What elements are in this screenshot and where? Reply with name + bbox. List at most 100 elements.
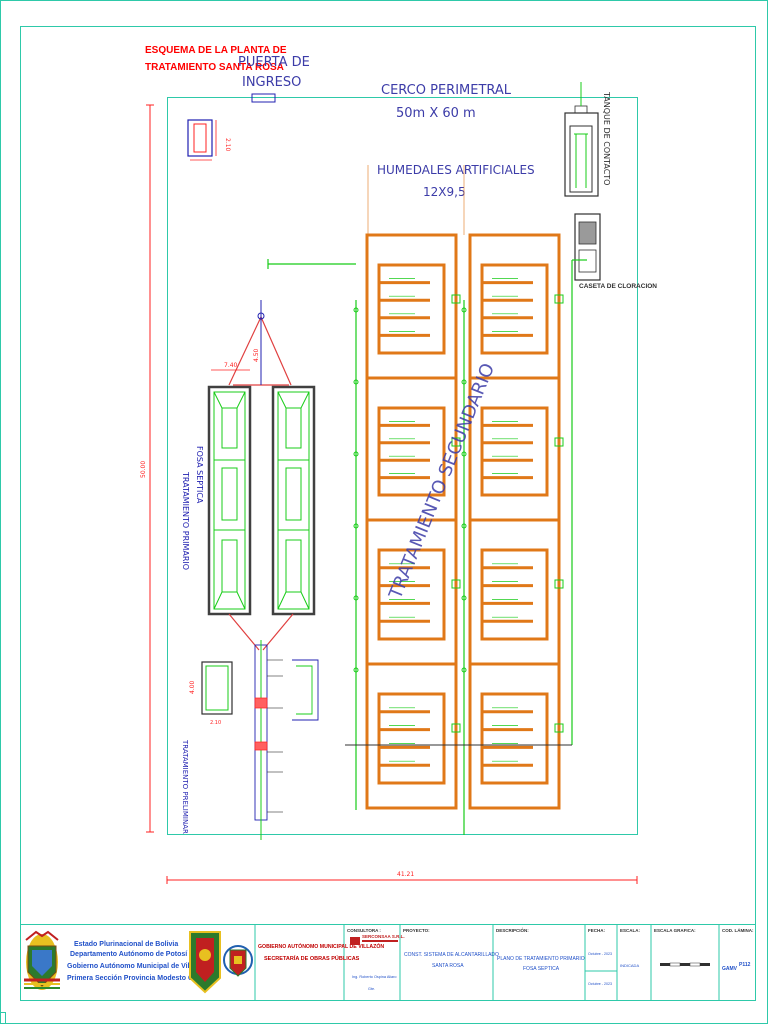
manhole-icon bbox=[353, 307, 359, 313]
septic-tank-left bbox=[207, 385, 252, 616]
manhole-icon bbox=[461, 523, 467, 529]
wetland-outlet-box bbox=[451, 579, 461, 589]
manhole-icon bbox=[461, 307, 467, 313]
consultant-logo-icon bbox=[350, 937, 398, 945]
manhole-icon bbox=[353, 379, 359, 385]
wetland-cell bbox=[468, 376, 564, 522]
guard-house-dim: 2.10 bbox=[224, 138, 231, 152]
wetland-cell-border bbox=[468, 662, 561, 810]
engineer-role: Gte. bbox=[368, 987, 375, 991]
municipality-name: GOBIERNO AUTÓNOMO MUNICIPAL DE VILLAZÓN bbox=[258, 942, 384, 950]
manhole-icon bbox=[353, 595, 359, 601]
preliminary-channel bbox=[254, 640, 283, 840]
manhole-icon bbox=[461, 379, 467, 385]
title-block bbox=[20, 924, 756, 1001]
scale-value: INDICADA bbox=[620, 963, 639, 968]
wetland-outlet-box bbox=[554, 437, 564, 447]
manhole-icon bbox=[461, 667, 467, 673]
date-value-2: Octubre - 2023 bbox=[588, 982, 612, 986]
wetland-cells bbox=[365, 233, 564, 810]
graphic-scale-bar bbox=[660, 962, 710, 967]
wetland-cell bbox=[365, 662, 461, 810]
title-line2: TRATAMIENTO SANTA ROSA bbox=[145, 62, 284, 73]
consultant-label: CONSULTORA : bbox=[347, 928, 381, 933]
engineer-name: Ing. Roberto Ospina Aliaro bbox=[352, 975, 397, 979]
septic-tank-right bbox=[271, 385, 316, 616]
gate-label-line1: PUERTA DE bbox=[238, 55, 310, 70]
corner-marker bbox=[0, 1012, 6, 1024]
description-label: DESCRIPCIÓN: bbox=[496, 926, 529, 933]
wetland-distribution-pipe bbox=[377, 548, 446, 641]
chlorination-house bbox=[574, 213, 601, 281]
graphic-scale-label: ESCALA GRAFICA: bbox=[654, 928, 696, 933]
wetland-outlet-box bbox=[554, 294, 564, 304]
wetland-distribution-pipe bbox=[377, 263, 446, 355]
wetland-outlet-box bbox=[554, 723, 564, 733]
project-label: PROYECTO: bbox=[403, 928, 430, 933]
wetlands-label-line2: 12X9,5 bbox=[423, 185, 466, 199]
description-line2: FOSA SEPTICA bbox=[523, 966, 560, 972]
preliminary-small-dim: 2.10 bbox=[210, 720, 221, 726]
wetland-distribution-pipe bbox=[480, 548, 549, 641]
wetland-distribution-pipe bbox=[480, 692, 549, 785]
consultant-name: SERCONSAA S.R.L. bbox=[362, 934, 405, 939]
wetland-distribution-pipe bbox=[480, 406, 549, 497]
chlorination-label: CASETA DE CLORACION bbox=[579, 283, 657, 290]
gate-label-line2: INGRESO bbox=[242, 75, 301, 90]
wetland-cell bbox=[468, 518, 564, 666]
project-line2: SANTA ROSA bbox=[432, 963, 464, 969]
sheet-author: GAMV bbox=[722, 966, 738, 972]
wetland-cell-border bbox=[365, 662, 458, 810]
gate-symbol bbox=[251, 93, 276, 103]
preliminary-dim-label: 4.00 bbox=[189, 680, 196, 694]
wetland-distribution-pipe bbox=[480, 263, 549, 355]
manhole-icon bbox=[353, 523, 359, 529]
secretariat-name: SECRETARÍA DE OBRAS PÚBLICAS bbox=[264, 954, 360, 962]
overall-horizontal-dimension-label: 41.21 bbox=[397, 871, 414, 878]
bolivia-coat-of-arms-icon bbox=[24, 930, 60, 990]
septic-tank-label: FOSA SEPTICA bbox=[195, 446, 204, 504]
septic-outlet-pipes bbox=[228, 613, 294, 651]
overall-vertical-dimension-label: 50.00 bbox=[140, 461, 147, 478]
wetland-distribution-pipe bbox=[377, 406, 446, 497]
description-line1: PLANO DE TRATAMIENTO PRIMARIO bbox=[497, 956, 585, 962]
fence-label-line2: 50m X 60 m bbox=[396, 106, 476, 121]
wetland-outlet-box bbox=[554, 579, 564, 589]
date-value-1: Octubre - 2023 bbox=[588, 952, 612, 956]
contact-tank-label: TANQUE DE CONTACTO bbox=[602, 91, 611, 185]
manhole-icon bbox=[353, 667, 359, 673]
preliminary-chamber bbox=[201, 661, 233, 715]
wetlands-label-line1: HUMEDALES ARTIFICIALES bbox=[377, 163, 535, 177]
government-line1: Estado Plurinacional de Bolivia bbox=[74, 941, 178, 948]
primary-treatment-label: TRATAMIENTO PRIMARIO bbox=[181, 471, 190, 570]
contact-tank bbox=[564, 82, 599, 197]
septic-height-label: 4.50 bbox=[253, 348, 260, 362]
scale-label: ESCALA: bbox=[620, 928, 641, 933]
collector-network bbox=[267, 165, 587, 835]
wetland-cell bbox=[365, 233, 461, 380]
sheet-code-label: COD. LÁMINA: bbox=[722, 927, 754, 933]
septic-inlet-pipes bbox=[228, 316, 292, 386]
government-line2: Departamento Autónomo de Potosí bbox=[70, 951, 188, 958]
preliminary-treatment-label: TRATAMIENTO PRELIMINAR bbox=[181, 739, 189, 834]
project-line1: CONST. SISTEMA DE ALCANTARILLADO bbox=[404, 952, 499, 958]
province-crest-icon bbox=[223, 945, 253, 977]
government-line3: Gobierno Autónomo Municipal de Villazón bbox=[67, 963, 207, 970]
manhole-icon bbox=[461, 451, 467, 457]
wetland-outlet-box bbox=[451, 437, 461, 447]
septic-inlet-node bbox=[257, 312, 265, 320]
wetland-distribution-pipe bbox=[377, 692, 446, 785]
sheet-code: P112 bbox=[739, 962, 751, 968]
septic-width-label: 7.40 bbox=[224, 362, 238, 369]
wetland-cell bbox=[468, 662, 564, 810]
title-line1: ESQUEMA DE LA PLANTA DE bbox=[145, 45, 287, 56]
wetland-outlet-box bbox=[451, 723, 461, 733]
wetland-outlet-box bbox=[451, 294, 461, 304]
date-label: FECHA: bbox=[588, 928, 605, 933]
government-line4: Primera Sección Provincia Modesto Omiste bbox=[67, 975, 212, 982]
fence-outline bbox=[167, 97, 638, 835]
manhole-icon bbox=[353, 451, 359, 457]
fence-label-line1: CERCO PERIMETRAL bbox=[381, 83, 512, 98]
wetland-cell bbox=[468, 233, 564, 380]
